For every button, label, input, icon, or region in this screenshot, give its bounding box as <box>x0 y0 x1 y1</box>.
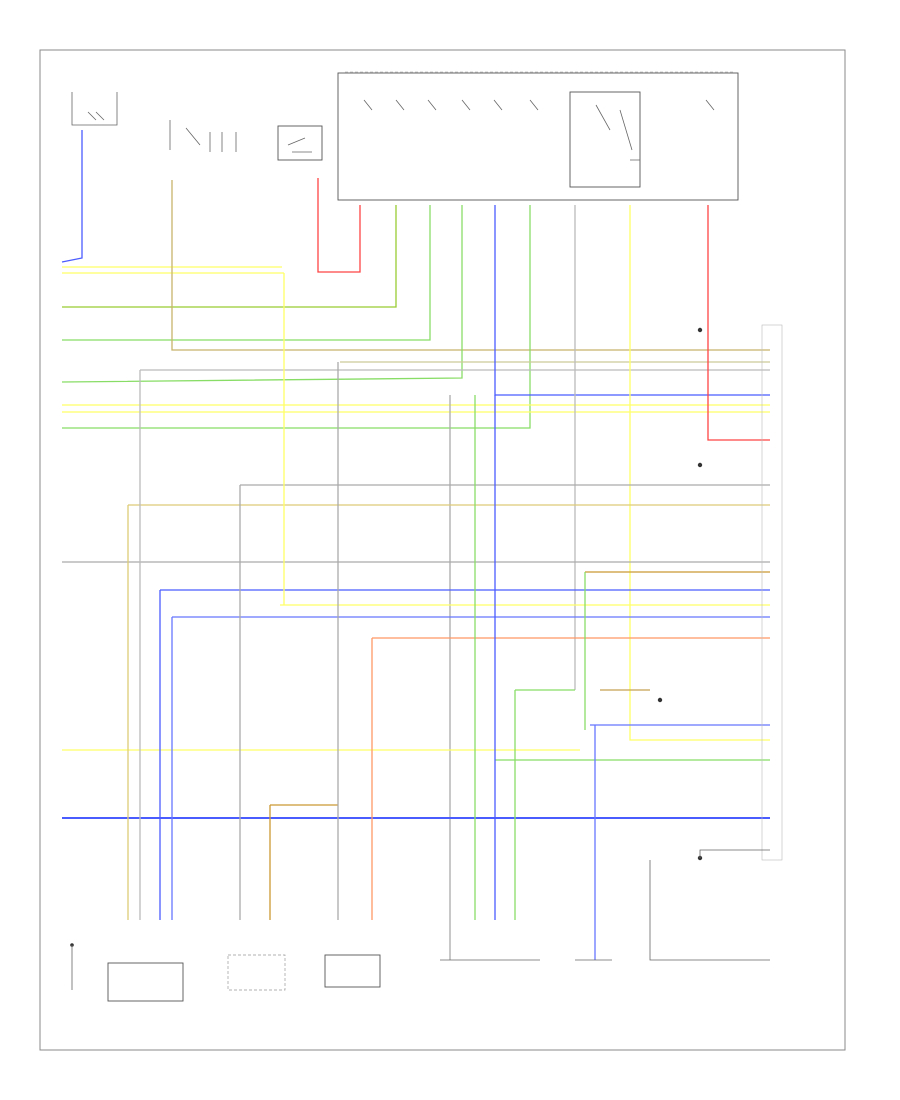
diagram-frame <box>39 49 846 1051</box>
right-bottom-block <box>649 860 770 961</box>
oxygen-sensor <box>324 954 381 988</box>
right-connector <box>761 324 783 861</box>
map-sensor <box>107 962 184 1002</box>
wires <box>61 130 770 960</box>
clutch-switch-top <box>277 125 323 161</box>
splice-right-1 <box>697 327 703 333</box>
splice-right-2 <box>697 462 703 468</box>
fuse-top-left <box>71 92 118 126</box>
splice-right-3 <box>657 697 663 703</box>
ecm-box <box>337 71 739 201</box>
brake-light-switch <box>169 120 237 152</box>
clutch-pedal-sensor <box>227 954 286 991</box>
ground-ref <box>697 849 770 861</box>
fuse-bottom-left <box>70 943 74 990</box>
